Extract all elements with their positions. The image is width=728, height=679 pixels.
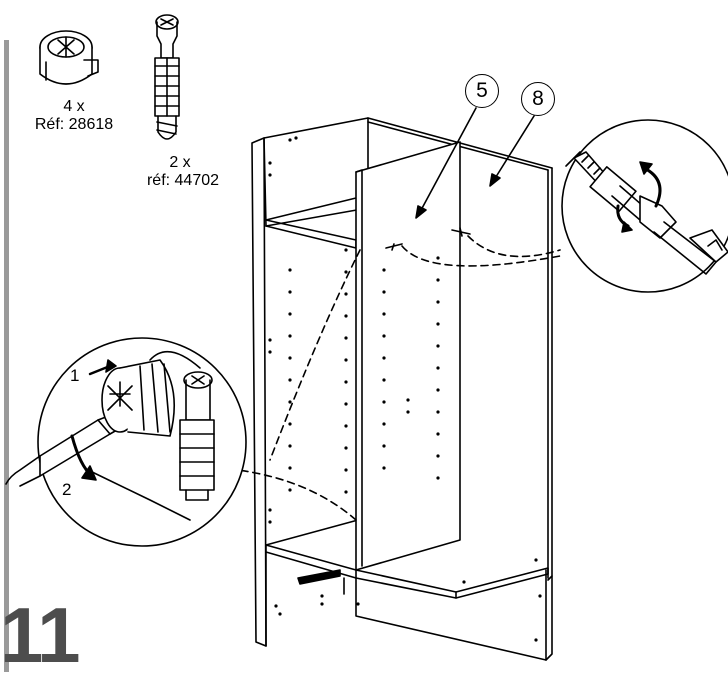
cam-dowel-icon	[154, 14, 180, 140]
page-margin-bar	[4, 40, 9, 672]
cabinet-drawing	[251, 117, 553, 661]
callout-8-leader	[493, 115, 535, 181]
sub-step-1-label: 1	[70, 366, 80, 385]
callout-5-leader	[419, 107, 477, 213]
callout-part-8: 8	[521, 82, 555, 116]
callout-part-5: 5	[465, 74, 499, 108]
cam-lock-reference: Réf: 28618	[34, 116, 114, 133]
detail-screw-in-dowel	[561, 119, 728, 293]
cam-dowel-quantity: 2 x	[169, 154, 191, 171]
step-number: 11	[0, 591, 80, 679]
sub-step-2-label: 2	[62, 480, 72, 499]
cam-lock-icon	[39, 30, 99, 85]
cam-dowel-reference: réf: 44702	[146, 172, 220, 189]
detail-turn-cam-lock	[5, 337, 247, 547]
detail-connector-lines	[237, 235, 561, 521]
cam-lock-quantity: 4 x	[63, 98, 85, 115]
